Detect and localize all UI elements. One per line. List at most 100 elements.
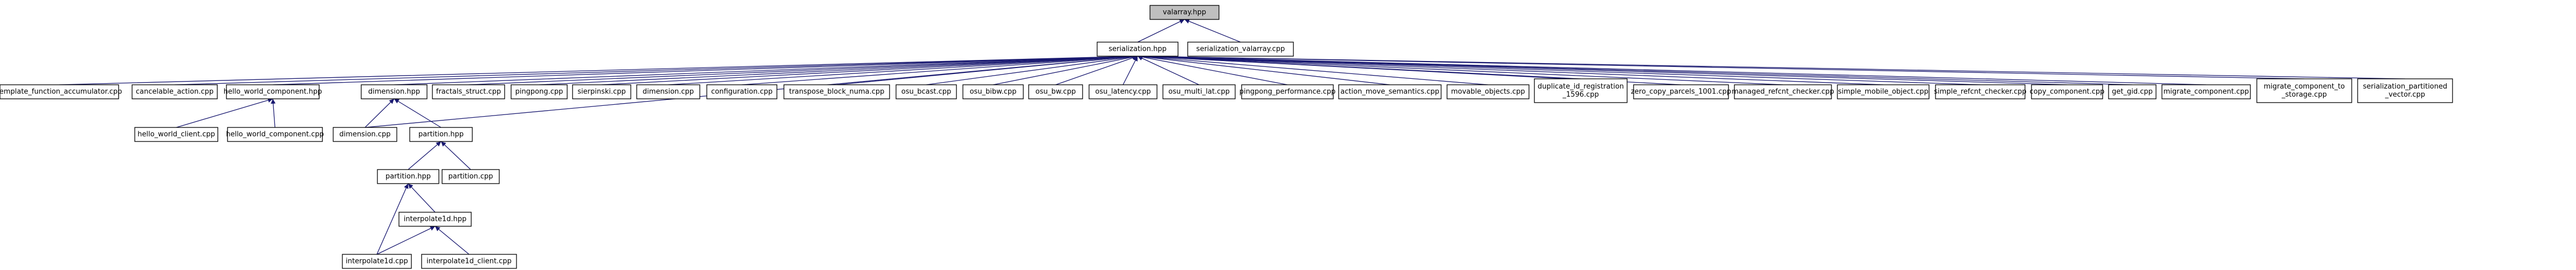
node-label: copy_component.cpp	[2030, 88, 2105, 96]
edge-managed-refcnt-checker-cpp-to-serialization-hpp	[1137, 53, 1783, 85]
node-label: hello_world_client.cpp	[137, 131, 215, 139]
node-serialization-partitioned-vector-cpp[interactable]: serialization_partitioned_vector.cpp	[2357, 78, 2453, 103]
node-dimension-hpp[interactable]: dimension.hpp	[361, 84, 428, 99]
node-label: template_function_accumulator.cpp	[0, 88, 122, 96]
node-box	[2031, 84, 2103, 99]
node-label: fractals_struct.cpp	[436, 88, 501, 96]
node-label: managed_refcnt_checker.cpp	[1732, 88, 1834, 96]
node-box	[2357, 78, 2453, 103]
node-partition-hpp-b[interactable]: partition.hpp	[409, 127, 473, 142]
node-copy-component-cpp[interactable]: copy_component.cpp	[2030, 84, 2105, 99]
node-managed-refcnt-checker-cpp[interactable]: managed_refcnt_checker.cpp	[1732, 84, 1834, 99]
edge-osu-bibw-cpp-to-serialization-hpp	[993, 55, 1138, 85]
node-box	[1028, 84, 1083, 99]
edge-configuration-cpp-to-serialization-hpp	[741, 54, 1138, 85]
node-osu-latency-cpp[interactable]: osu_latency.cpp	[1089, 84, 1158, 99]
node-box	[1734, 84, 1832, 99]
node-label: osu_multi_lat.cpp	[1168, 88, 1230, 96]
node-transpose-block-numa-cpp[interactable]: transpose_block_numa.cpp	[783, 84, 890, 99]
node-interpolate1d-hpp[interactable]: interpolate1d.hpp	[398, 212, 472, 227]
node-box	[636, 84, 700, 99]
node-hello-world-client-cpp[interactable]: hello_world_client.cpp	[134, 127, 218, 142]
node-label: serialization.hpp	[1108, 45, 1167, 53]
node-label: dimension.cpp	[339, 131, 390, 139]
node-duplicate-id-registration-1596-cpp[interactable]: duplicate_id_registration_1596.cpp	[1534, 78, 1628, 103]
node-dimension-cpp-top[interactable]: dimension.cpp	[636, 84, 700, 99]
node-box	[1935, 84, 2026, 99]
edge-movable-objects-cpp-to-serialization-hpp	[1137, 54, 1489, 85]
node-movable-objects-cpp[interactable]: movable_objects.cpp	[1447, 84, 1530, 99]
node-valarray-hpp[interactable]: valarray.hpp	[1149, 5, 1220, 20]
node-box	[1338, 84, 1442, 99]
node-serialization-hpp[interactable]: serialization.hpp	[1097, 42, 1179, 57]
node-box	[1162, 84, 1236, 99]
node-simple-refcnt-checker-cpp[interactable]: simple_refcnt_checker.cpp	[1934, 84, 2027, 99]
node-migrate-component-cpp[interactable]: migrate_component.cpp	[2161, 84, 2251, 99]
edge-action-move-semantics-cpp-to-serialization-hpp	[1137, 54, 1390, 85]
node-label: pingpong_performance.cpp	[1239, 88, 1336, 96]
node-box	[1149, 5, 1220, 20]
node-pingpong-performance-cpp[interactable]: pingpong_performance.cpp	[1239, 84, 1336, 99]
node-osu-multi-lat-cpp[interactable]: osu_multi_lat.cpp	[1162, 84, 1236, 99]
node-interpolate1d-client-cpp[interactable]: interpolate1d_client.cpp	[421, 254, 517, 269]
node-action-move-semantics-cpp[interactable]: action_move_semantics.cpp	[1338, 84, 1442, 99]
node-sierpinski-cpp[interactable]: sierpinski.cpp	[572, 84, 631, 99]
node-label: serialization_partitioned	[2363, 83, 2448, 91]
node-pingpong-cpp[interactable]: pingpong.cpp	[511, 84, 568, 99]
node-cancelable-action-cpp[interactable]: cancelable_action.cpp	[132, 84, 218, 99]
node-box	[421, 254, 517, 269]
node-box	[2256, 78, 2352, 103]
node-template-function-accumulator-cpp[interactable]: template_function_accumulator.cpp	[0, 84, 122, 99]
node-label: _vector.cpp	[2385, 91, 2425, 99]
node-partition-hpp-a[interactable]: partition.hpp	[377, 169, 439, 184]
edge-interpolate1d-cpp-to-partition-hpp-a	[376, 183, 409, 255]
node-label: _1596.cpp	[1562, 91, 1599, 99]
node-osu-bw-cpp[interactable]: osu_bw.cpp	[1028, 84, 1083, 99]
node-serialization-valarray-cpp[interactable]: serialization_valarray.cpp	[1187, 42, 1294, 57]
node-box	[342, 254, 412, 269]
node-box	[783, 84, 890, 99]
node-label: migrate_component.cpp	[2164, 88, 2249, 96]
node-migrate-component-to-storage-cpp[interactable]: migrate_component_to_storage.cpp	[2256, 78, 2352, 103]
node-label: simple_refcnt_checker.cpp	[1934, 88, 2027, 96]
node-label: _storage.cpp	[2281, 91, 2327, 99]
edge-hello-world-component-cpp-to-hello-world-component-hpp	[271, 98, 276, 128]
node-box	[226, 84, 320, 99]
node-label: osu_latency.cpp	[1095, 88, 1151, 96]
node-label: interpolate1d.hpp	[404, 215, 467, 224]
node-box	[962, 84, 1024, 99]
node-box	[1089, 84, 1158, 99]
edge-osu-latency-cpp-to-serialization-hpp	[1122, 56, 1138, 85]
edge-sierpinski-cpp-to-serialization-hpp	[601, 53, 1138, 85]
node-label: partition.hpp	[418, 131, 464, 139]
node-label: osu_bw.cpp	[1036, 88, 1076, 96]
node-box	[227, 127, 323, 142]
node-osu-bibw-cpp[interactable]: osu_bibw.cpp	[962, 84, 1024, 99]
node-box	[0, 84, 119, 99]
node-interpolate1d-cpp[interactable]: interpolate1d.cpp	[342, 254, 412, 269]
node-fractals-struct-cpp[interactable]: fractals_struct.cpp	[432, 84, 505, 99]
node-label: cancelable_action.cpp	[136, 88, 213, 96]
node-label: transpose_block_numa.cpp	[789, 88, 885, 96]
node-get-gid-cpp[interactable]: get_gid.cpp	[2108, 84, 2157, 99]
node-hello-world-component-cpp[interactable]: hello_world_component.cpp	[226, 127, 324, 142]
node-partition-cpp[interactable]: partition.cpp	[442, 169, 500, 184]
node-osu-bcast-cpp[interactable]: osu_bcast.cpp	[896, 84, 957, 99]
node-dimension-cpp-mid[interactable]: dimension.cpp	[333, 127, 397, 142]
edge-simple-refcnt-checker-cpp-to-serialization-hpp	[1137, 53, 1981, 85]
node-label: hello_world_component.cpp	[226, 131, 324, 139]
node-box	[398, 212, 472, 227]
node-zero-copy-parcels-1001-cpp[interactable]: zero_copy_parcels_1001.cpp	[1631, 84, 1731, 99]
node-box	[1241, 84, 1334, 99]
edge-dimension-hpp-to-serialization-hpp	[394, 53, 1138, 85]
node-box	[896, 84, 957, 99]
node-box	[409, 127, 473, 142]
node-configuration-cpp[interactable]: configuration.cpp	[706, 84, 777, 99]
edge-osu-bcast-cpp-to-serialization-hpp	[926, 54, 1138, 85]
node-label: simple_mobile_object.cpp	[1838, 88, 1928, 96]
node-box	[134, 127, 218, 142]
node-simple-mobile-object-cpp[interactable]: simple_mobile_object.cpp	[1837, 84, 1930, 99]
node-hello-world-component-hpp[interactable]: hello_world_component.hpp	[224, 84, 322, 99]
node-label: valarray.hpp	[1163, 9, 1206, 17]
